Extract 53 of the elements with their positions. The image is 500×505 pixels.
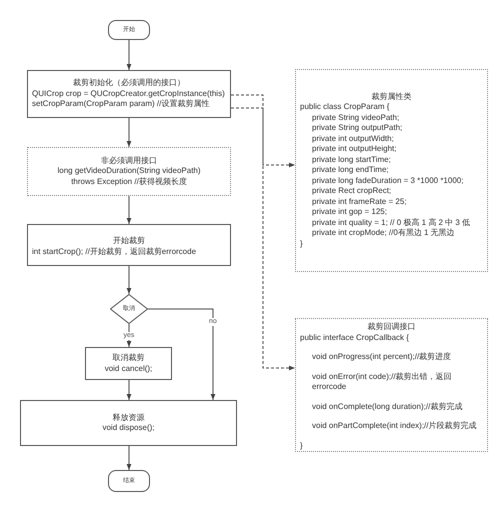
process-box [20,400,237,446]
code-line: } [300,440,304,451]
code-line: private long fadeDuration = 3 *1000 *1000; [311,176,464,186]
code-line: void onPartComplete(int index);//片段裁剪完成 [311,421,478,432]
arrow [126,324,132,348]
code-line: private int outputWidth; [311,134,395,144]
box-heading: 释放资源 [112,412,144,423]
code-line: QUICrop crop = QUCropCreator.getCropInstance(this) [32,88,226,99]
code-line: private long endTime; [311,165,390,176]
arrow [126,40,132,70]
code-line: private int gop = 125; [311,207,388,218]
code-line: void onError(int code);//裁剪出错，返回errorcode [311,372,453,392]
code-line: private Rect cropRect; [311,186,392,197]
class-box [295,69,488,272]
code-line: } [300,238,304,250]
code-line: private long startTime; [311,154,392,166]
code-line: private int outputHeight; [311,144,398,155]
box-heading: 开始裁剪 [112,236,146,246]
code-line: long getVideoDuration(String videoPath) throws Exception //获得视频长度 [56,166,202,188]
arrow [230,108,296,370]
box-heading: 非必须调用接口 [101,156,157,166]
code-line: void onComplete(long duration);//裁剪完成 [311,402,464,412]
terminal-box [108,20,150,40]
code-line: void onProgress(int percent);//裁剪进度 [311,352,452,362]
terminal-box [108,470,150,492]
code-line: private int quality = 1; // 0 极高 1 高 2 中 3 低 [311,218,472,228]
arrow [126,118,132,148]
process-box [85,347,172,380]
code-line: int startCrop(); //开始裁剪，返回裁剪errorcode [32,246,198,257]
arrow [126,446,132,470]
arrow [148,308,216,400]
arrow [126,266,132,294]
interface-box [295,318,488,452]
box-heading: 裁剪属性类 [370,92,412,102]
arrow [126,380,132,400]
box-heading: 裁剪初始化（必须调用的接口） [72,78,186,89]
code-line: void dispose(); [102,423,155,434]
code-line: public class CropParam { [300,102,390,113]
box-heading: 取消裁剪 [112,353,144,364]
decision-diamond [110,294,148,324]
code-line: private int frameRate = 25; [311,196,408,208]
code-line: setCropParam(CropParam param) //设置裁剪属性 [32,99,210,110]
code-line: private String outputPath; [311,123,404,134]
box-heading: 裁剪回调接口 [366,322,416,332]
optional-process-box [27,147,231,196]
arrow [126,196,132,224]
code-line: private String videoPath; [311,112,400,124]
process-box [27,224,231,266]
process-box [27,70,231,118]
arrow [230,94,296,168]
code-line: void cancel(); [104,364,152,374]
code-line: private int cropMode; //0有黑边 1 无黑边 [311,228,456,239]
code-line: public interface CropCallback { [300,332,410,343]
